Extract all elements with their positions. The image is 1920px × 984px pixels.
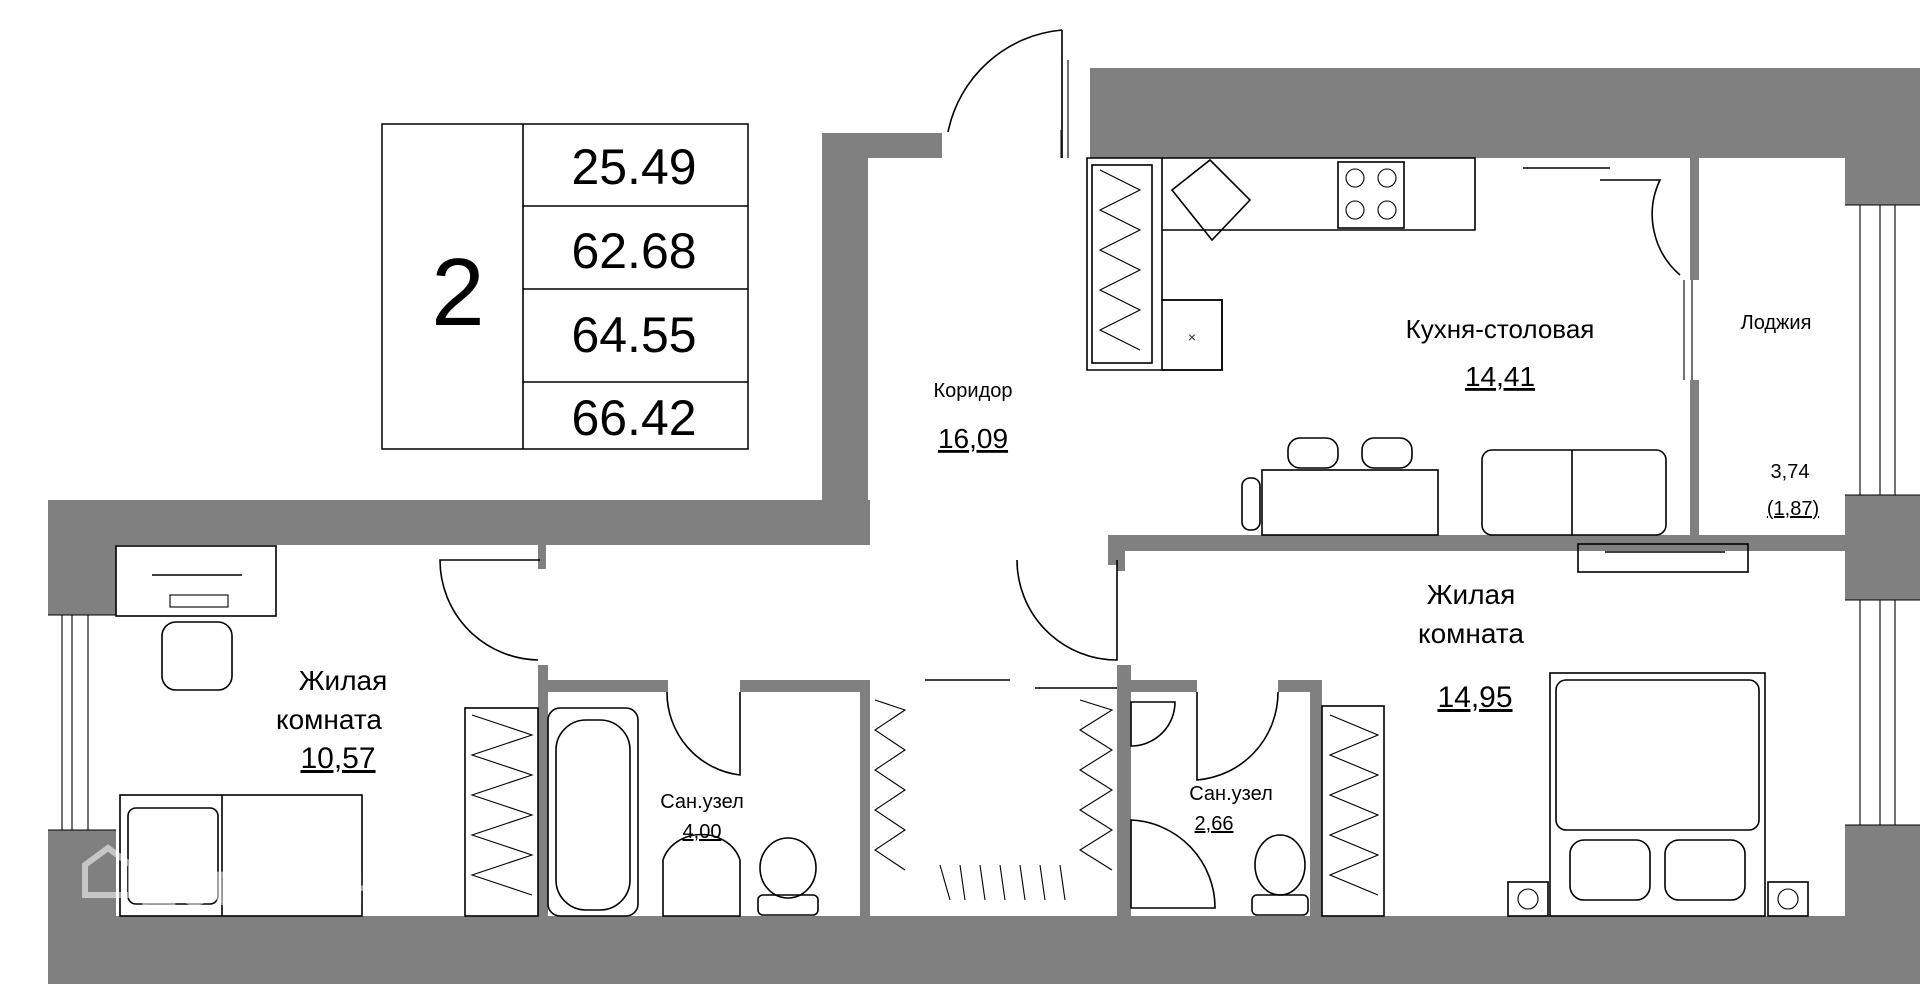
rooms-count: 2 [431, 239, 484, 346]
area-value: 64.55 [571, 307, 696, 363]
house-icon [82, 844, 134, 898]
room-name-living-right: комната [1418, 618, 1524, 649]
room-area-corridor: 16,09 [938, 423, 1008, 454]
watermark-text: ДОМКЛИК [142, 863, 381, 916]
room-name-living-left: Жилая [299, 665, 388, 696]
room-name-bath-left: Сан.узел [660, 791, 743, 813]
room-name-living-right: Жилая [1427, 579, 1516, 610]
room-area-kitchen: 14,41 [1465, 361, 1535, 392]
room-area-loggia: 3,74 [1771, 461, 1810, 483]
room-name-kitchen: Кухня-столовая [1406, 314, 1595, 344]
room-name-living-left: комната [276, 704, 382, 735]
area-value: 25.49 [571, 139, 696, 195]
room-name-corridor: Коридор [934, 380, 1013, 402]
room-area-loggia-reduced: (1,87) [1767, 498, 1819, 520]
windows [48, 60, 1920, 831]
area-value: 62.68 [571, 223, 696, 279]
room-name-bath-right: Сан.узел [1189, 783, 1272, 805]
walls [48, 68, 1920, 984]
room-name-loggia: Лоджия [1741, 312, 1812, 334]
door-swings [439, 29, 1681, 781]
room-area-bath-right: 2,66 [1195, 813, 1234, 835]
room-area-living-right: 14,95 [1437, 681, 1512, 714]
summary-table [381, 123, 749, 450]
right-room-furniture [1507, 672, 1809, 917]
room-area-bath-left: 4,00 [683, 821, 722, 843]
svg-text:×: × [1188, 329, 1196, 345]
watermark: ДОМКЛИК [82, 844, 381, 916]
right-bathroom-fixtures [1130, 701, 1385, 917]
kitchen-furniture: × [1086, 157, 1749, 573]
center-closet [874, 679, 1117, 901]
room-area-living-left: 10,57 [300, 742, 375, 775]
area-value: 66.42 [571, 390, 696, 446]
left-bathroom-fixtures [464, 707, 819, 917]
